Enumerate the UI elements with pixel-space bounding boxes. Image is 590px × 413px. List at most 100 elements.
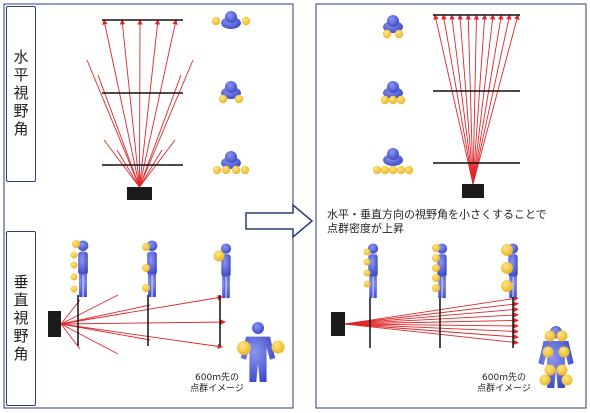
point-dot-icon [396, 165, 406, 175]
laser-ray [344, 323, 519, 340]
point-cloud-image-600m [538, 326, 574, 388]
point-dot-icon [501, 280, 513, 292]
point-dot-icon [271, 340, 285, 354]
laser-ray [60, 319, 226, 325]
laser-ray [344, 301, 519, 325]
left-vertical-section [48, 240, 285, 382]
point-dot-icon [388, 165, 398, 175]
laser-ray [103, 139, 140, 188]
laser-ray [344, 323, 519, 345]
caption-right-line2: 点群イメージ [477, 384, 531, 394]
point-dot-icon [211, 16, 221, 26]
point-dot-icon [380, 165, 390, 175]
point-dot-icon [432, 244, 440, 252]
point-dot-icon [432, 254, 440, 262]
point-dot-icon [363, 269, 371, 277]
horizontal-rays-narrow [433, 14, 520, 185]
laser-ray [116, 149, 140, 188]
right-horizontal-section [372, 14, 520, 198]
person-top-view-icon [380, 81, 406, 105]
point-dot-icon [363, 258, 371, 266]
point-dot-icon [432, 284, 440, 292]
center-note-line1: 水平・垂直方向の視野角を小さくすることで [327, 208, 547, 221]
point-dot-icon [558, 346, 570, 358]
laser-ray [139, 149, 163, 188]
point-dot-icon [70, 285, 78, 293]
laser-ray [60, 304, 151, 325]
point-dot-icon [240, 165, 250, 175]
laser-ray [344, 306, 519, 325]
point-dot-icon [556, 330, 568, 342]
laser-ray [139, 19, 178, 188]
point-dot-icon [70, 261, 78, 269]
laser-ray [60, 295, 223, 325]
laser-ray [344, 323, 519, 335]
point-dot-icon [544, 364, 556, 376]
point-dot-icon [234, 94, 244, 104]
point-dot-icon [221, 165, 231, 175]
point-dot-icon [363, 280, 371, 288]
point-dot-icon [394, 29, 404, 39]
point-dot-icon [212, 165, 222, 175]
caption-left-line2: 点群イメージ [190, 384, 244, 394]
laser-ray [102, 19, 140, 188]
laser-ray [472, 14, 488, 185]
point-dot-icon [561, 374, 573, 386]
point-dot-icon [142, 264, 150, 272]
laser-ray [433, 14, 474, 185]
laser-ray [472, 14, 480, 185]
laser-ray [60, 294, 119, 325]
laser-ray [472, 14, 496, 185]
point-dot-icon [432, 274, 440, 282]
caption-left: 600m先の 点群イメージ [183, 373, 251, 395]
vertical-rays-wide [60, 294, 226, 355]
point-dot-icon [142, 284, 150, 292]
laser-ray [465, 14, 474, 185]
vertical-fov-label: 垂直視野角 [6, 231, 36, 406]
laser-ray [449, 14, 474, 185]
point-dot-icon [372, 165, 382, 175]
right-vertical-section [331, 243, 574, 388]
person-top-view-icon [372, 148, 414, 175]
laser-ray [472, 14, 504, 185]
laser-ray [137, 19, 143, 188]
caption-right-line1: 600m先の [482, 373, 526, 383]
person-icon [367, 243, 379, 299]
top-view-people [211, 11, 251, 175]
point-dot-icon [404, 165, 414, 175]
lidar-sensor-icon [127, 187, 152, 200]
point-dot-icon [142, 243, 150, 251]
laser-ray [119, 19, 140, 188]
laser-ray [60, 323, 223, 350]
laser-ray [86, 59, 140, 188]
caption-left-line1: 600m先の [195, 373, 239, 383]
point-dot-icon [539, 374, 551, 386]
laser-ray [60, 323, 119, 355]
laser-ray [472, 14, 512, 185]
point-dot-icon [231, 165, 241, 175]
person-top-view-icon [382, 15, 404, 39]
lidar-sensor-icon [331, 312, 345, 336]
laser-ray [457, 14, 474, 185]
laser-ray [344, 317, 519, 325]
point-dot-icon [70, 273, 78, 281]
horizontal-rays-wide [86, 19, 194, 188]
top-view-people [372, 15, 414, 175]
horizontal-fov-label: 水平視野角 [6, 6, 36, 182]
point-dot-icon [544, 330, 556, 342]
point-dot-icon [70, 251, 78, 259]
point-dot-icon [432, 264, 440, 272]
laser-ray [344, 295, 519, 325]
point-dot-icon [501, 262, 513, 274]
person-icon [77, 240, 89, 298]
point-dot-icon [363, 248, 371, 256]
laser-ray [344, 323, 519, 329]
laser-ray [60, 299, 81, 325]
point-dot-icon [501, 244, 513, 256]
point-dot-icon [213, 250, 225, 262]
center-note-line2: 点群密度が上昇 [327, 222, 404, 235]
laser-ray [344, 312, 519, 325]
point-dot-icon [388, 95, 398, 105]
point-cloud-image-600m [237, 322, 285, 382]
